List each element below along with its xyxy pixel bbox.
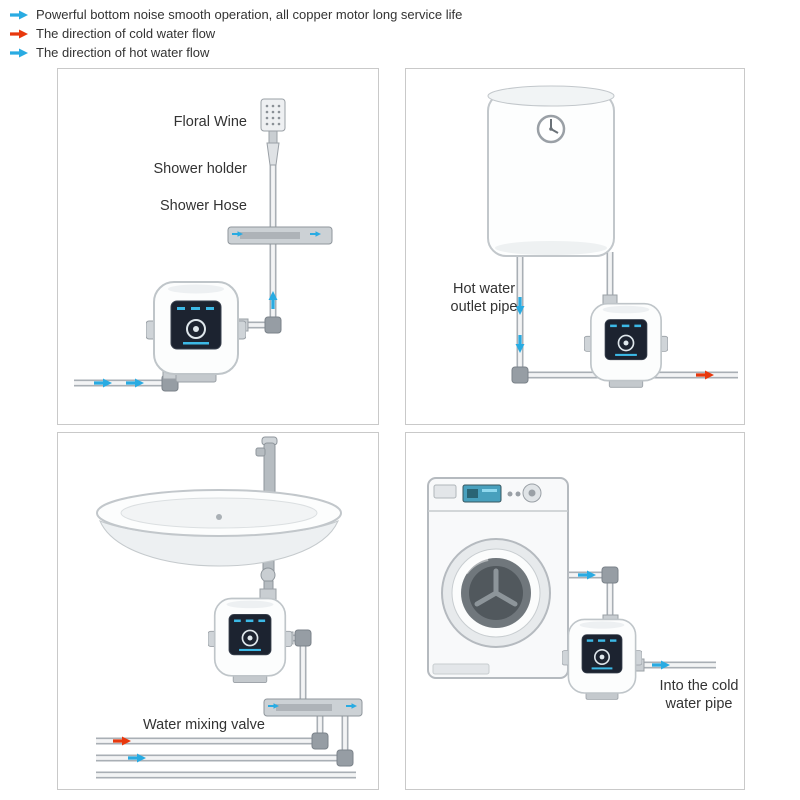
label-water-mixing-valve: Water mixing valve bbox=[143, 717, 265, 733]
label-outlet-pipe: outlet pipe bbox=[451, 299, 518, 315]
shower-diagram: Floral Wine Shower holder Shower Hose bbox=[74, 98, 333, 392]
pipe-elbow bbox=[511, 366, 529, 384]
water-heater-tank bbox=[487, 85, 615, 257]
pipe-elbow bbox=[294, 629, 312, 647]
washer-door bbox=[441, 538, 551, 648]
washing-machine bbox=[427, 477, 569, 679]
panel-shower-installation: Floral Wine Shower holder Shower Hose bbox=[57, 68, 379, 425]
hot-flow-arrow-icon bbox=[10, 48, 28, 58]
sink-basin bbox=[96, 489, 342, 567]
pipe-elbow bbox=[311, 732, 329, 750]
cold-flow-arrow-icon bbox=[10, 29, 28, 39]
feature-arrow-icon bbox=[10, 10, 28, 20]
shower-head bbox=[260, 98, 286, 166]
legend-item-feature: Powerful bottom noise smooth operation, … bbox=[10, 5, 462, 24]
faucet bbox=[255, 436, 278, 496]
booster-pump bbox=[208, 597, 292, 684]
booster-pump bbox=[584, 302, 668, 389]
panel-heater-installation: Hot water outlet pipe bbox=[405, 68, 745, 425]
legend-item-cold-flow: The direction of cold water flow bbox=[10, 24, 462, 43]
pipe-elbow bbox=[601, 566, 619, 584]
legend: Powerful bottom noise smooth operation, … bbox=[10, 5, 462, 62]
water-mixing-valve bbox=[263, 698, 363, 717]
label-shower-hose: Shower Hose bbox=[160, 198, 247, 214]
label-shower-holder: Shower holder bbox=[154, 161, 248, 177]
shower-mounting-bar bbox=[227, 226, 333, 245]
temperature-gauge bbox=[536, 114, 566, 144]
sink-diagram: Water mixing valve bbox=[96, 436, 363, 779]
shower-inlet-pipe bbox=[74, 369, 174, 387]
label-floral-wine: Floral Wine bbox=[174, 114, 247, 130]
legend-feature-text: Powerful bottom noise smooth operation, … bbox=[36, 7, 463, 22]
shower-hose-pipe bbox=[244, 165, 277, 329]
legend-cold-flow-text: The direction of cold water flow bbox=[36, 26, 216, 41]
pipe-elbow bbox=[336, 749, 354, 767]
label-hot-water: Hot water bbox=[453, 281, 515, 297]
legend-item-hot-flow: The direction of hot water flow bbox=[10, 43, 462, 62]
booster-pump bbox=[146, 281, 246, 383]
label-into-the-cold: Into the cold bbox=[660, 678, 739, 694]
legend-hot-flow-text: The direction of hot water flow bbox=[36, 45, 210, 60]
washer-diagram: Into the cold water pipe bbox=[427, 477, 739, 712]
panel-washer-installation: Into the cold water pipe bbox=[405, 432, 745, 790]
detergent-drawer bbox=[433, 484, 457, 499]
heater-diagram: Hot water outlet pipe bbox=[451, 85, 738, 389]
panel-sink-installation: Water mixing valve bbox=[57, 432, 379, 790]
booster-pump bbox=[562, 618, 642, 701]
label-water-pipe: water pipe bbox=[665, 696, 733, 712]
pipe-elbow bbox=[264, 316, 282, 334]
